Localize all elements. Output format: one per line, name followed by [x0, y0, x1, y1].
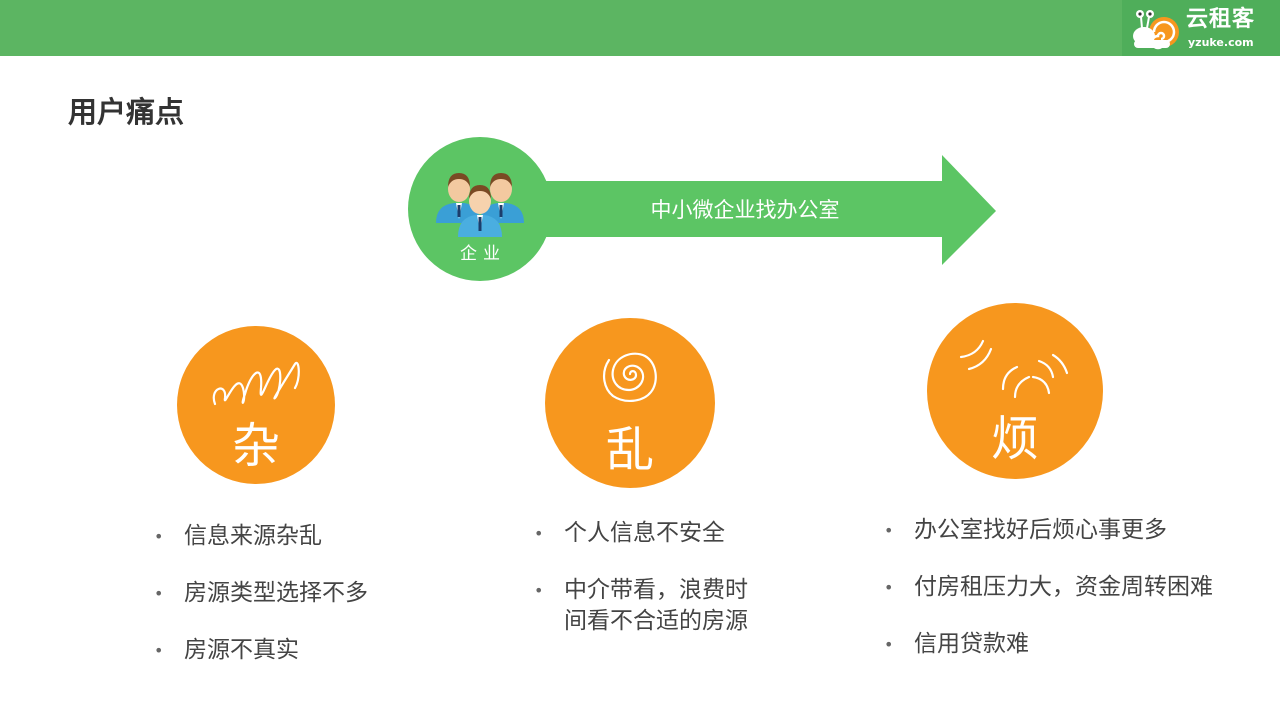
list-item: 中介带看，浪费时	[534, 575, 748, 606]
pain-point-annoying-list: 办公室找好后烦心事更多 付房租压力大，资金周转困难 信用贷款难	[884, 515, 1213, 660]
arrow-right-icon	[470, 155, 996, 265]
pain-point-messy-circle: 杂	[177, 326, 335, 484]
scribble-icon	[212, 361, 300, 406]
pain-point-annoying-circle: 烦	[927, 303, 1103, 479]
pain-point-label: 烦	[990, 411, 1039, 467]
list-item: 办公室找好后烦心事更多	[884, 515, 1213, 546]
pain-point-chaos-list: 个人信息不安全 中介带看，浪费时 间看不合适的房源	[534, 518, 748, 637]
pain-point-label: 乱	[605, 422, 654, 478]
page-title: 用户痛点	[68, 95, 185, 129]
annoyed-icon	[959, 339, 1069, 399]
brand-logo[interactable]: 云租客 yzuke.com	[1122, 0, 1280, 56]
list-item: 付房租压力大，资金周转困难	[884, 572, 1213, 603]
spiral-icon	[603, 352, 657, 402]
arrow-label: 中小微企业找办公室	[650, 198, 840, 222]
list-item: 信息来源杂乱	[154, 521, 368, 552]
list-item: 信用贷款难	[884, 629, 1213, 660]
brand-name: 云租客	[1186, 7, 1256, 32]
enterprise-circle: 企业	[408, 137, 552, 281]
pain-point-label: 杂	[231, 418, 280, 474]
header-bar	[0, 0, 1280, 56]
snail-logo-icon	[1133, 10, 1179, 50]
enterprise-label: 企业	[460, 244, 506, 264]
pain-point-messy-list: 信息来源杂乱 房源类型选择不多 房源不真实	[154, 521, 368, 666]
list-item: 房源类型选择不多	[154, 578, 368, 609]
list-item: 间看不合适的房源	[564, 608, 748, 634]
list-item: 个人信息不安全	[534, 518, 748, 549]
people-group-icon	[436, 173, 524, 237]
pain-point-chaos-circle: 乱	[545, 318, 715, 488]
list-item: 房源不真实	[154, 635, 368, 666]
brand-url: yzuke.com	[1188, 36, 1254, 49]
